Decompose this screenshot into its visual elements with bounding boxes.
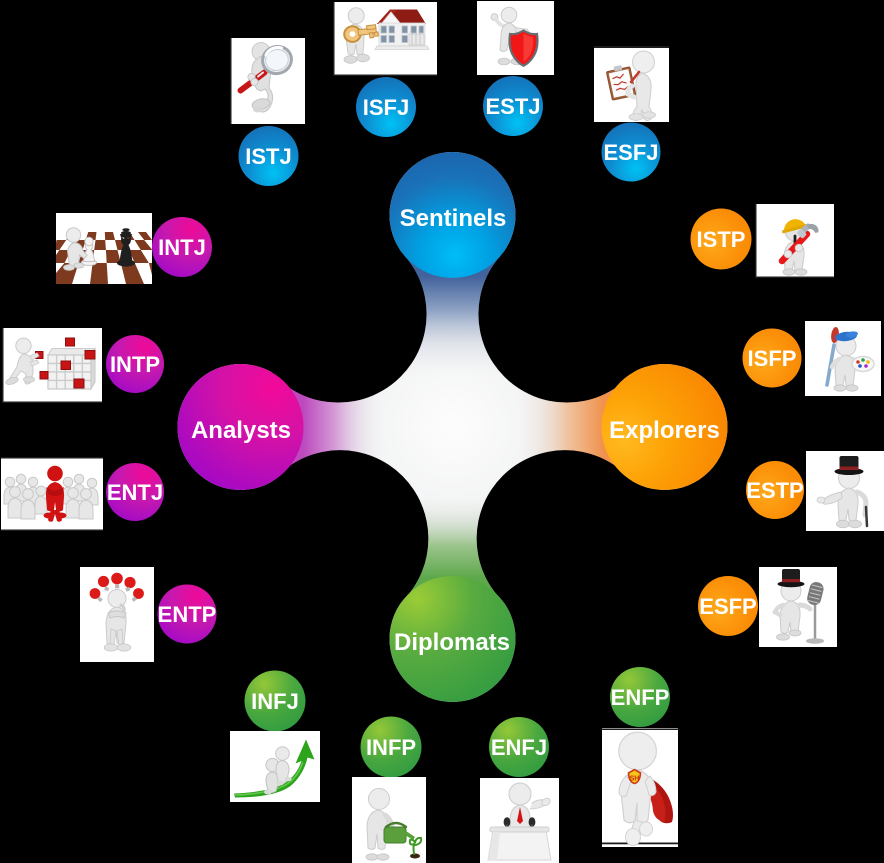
- svg-text:ESTP: ESTP: [746, 478, 803, 503]
- svg-text:Sentinels: Sentinels: [400, 205, 507, 232]
- svg-text:ESTJ: ESTJ: [485, 94, 540, 119]
- svg-text:ENTJ: ENTJ: [107, 480, 163, 505]
- svg-text:INTJ: INTJ: [158, 235, 206, 260]
- svg-text:ENFP: ENFP: [611, 685, 670, 710]
- svg-text:ISFP: ISFP: [748, 346, 797, 371]
- svg-text:ISFJ: ISFJ: [363, 95, 409, 120]
- svg-text:INFJ: INFJ: [251, 689, 299, 714]
- svg-text:ENFJ: ENFJ: [491, 735, 547, 760]
- svg-text:ENTP: ENTP: [158, 602, 217, 627]
- svg-text:Explorers: Explorers: [609, 417, 720, 444]
- svg-text:Diplomats: Diplomats: [394, 629, 510, 656]
- svg-text:ISTP: ISTP: [697, 227, 746, 252]
- svg-text:ESFP: ESFP: [699, 594, 756, 619]
- svg-text:ISTJ: ISTJ: [245, 144, 291, 169]
- svg-text:Analysts: Analysts: [191, 417, 291, 444]
- svg-text:INTP: INTP: [110, 352, 160, 377]
- svg-text:SH: SH: [630, 776, 640, 783]
- svg-text:ESFJ: ESFJ: [603, 140, 658, 165]
- svg-text:INFP: INFP: [366, 735, 416, 760]
